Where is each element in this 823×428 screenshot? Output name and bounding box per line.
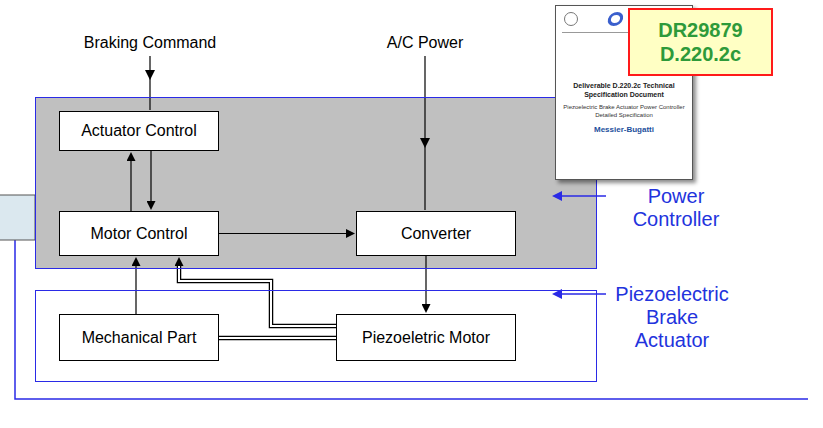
box-label: Motor Control bbox=[91, 224, 188, 243]
signal-connector bbox=[219, 233, 346, 234]
signal-connector bbox=[130, 161, 131, 211]
group-title: Power Controller bbox=[611, 185, 741, 231]
process-box: Piezoeletric Motor bbox=[336, 314, 516, 361]
controller-fill bbox=[35, 97, 597, 269]
signal-name: Braking Command bbox=[84, 34, 217, 51]
process-box: Converter bbox=[356, 211, 516, 256]
group-heading: Power Controller bbox=[611, 185, 741, 231]
document-text: Messier-Bugatti bbox=[594, 125, 654, 135]
side-tab bbox=[0, 195, 35, 240]
group-region: Piezoelectric Brake ActuatorMechanical P… bbox=[35, 290, 597, 382]
box-label: Converter bbox=[401, 224, 471, 243]
process-box: Mechanical Part bbox=[59, 314, 219, 361]
connector-group bbox=[151, 151, 152, 201]
group-region: Power ControllerActuator ControlMotor Co… bbox=[35, 97, 597, 269]
signal-name: A/C Power bbox=[387, 34, 463, 51]
leader-line bbox=[560, 293, 606, 295]
command-wire bbox=[149, 56, 150, 110]
signal-label: Braking Command bbox=[50, 34, 250, 52]
leader-line bbox=[560, 195, 606, 197]
document-text: Piezoelectric Brake Actuator Power Contr… bbox=[562, 104, 686, 120]
group-heading: Piezoelectric Brake Actuator bbox=[611, 283, 733, 352]
reference-code: DR29879 D.220.2c bbox=[636, 18, 765, 66]
signal-connector bbox=[150, 151, 151, 201]
connector-group bbox=[219, 233, 346, 234]
power-arrowhead bbox=[420, 138, 430, 148]
document-text: Deliverable D.220.2c Technical Specifica… bbox=[562, 81, 686, 99]
logo-circle bbox=[564, 12, 578, 26]
signal-connector bbox=[425, 256, 426, 304]
command-arrowhead bbox=[145, 70, 155, 80]
box-label: Piezoeletric Motor bbox=[362, 328, 490, 347]
connector-group bbox=[131, 161, 132, 211]
process-box: Motor Control bbox=[59, 211, 219, 256]
leader-arrowhead bbox=[552, 191, 562, 201]
outer-frame bbox=[15, 240, 808, 399]
box-label: Mechanical Part bbox=[82, 328, 197, 347]
connector-group bbox=[426, 256, 427, 304]
process-box: Actuator Control bbox=[59, 111, 219, 151]
box-label: Actuator Control bbox=[81, 121, 197, 140]
connector-group bbox=[219, 338, 336, 339]
logo-mark bbox=[606, 12, 625, 26]
group-title: Piezoelectric Brake Actuator bbox=[611, 283, 733, 352]
double-line-connector bbox=[219, 336, 336, 341]
signal-label: A/C Power bbox=[325, 34, 525, 52]
reference-tag: DR29879 D.220.2c bbox=[628, 8, 773, 76]
power-wire bbox=[424, 56, 425, 210]
double-line-core bbox=[219, 337, 336, 339]
